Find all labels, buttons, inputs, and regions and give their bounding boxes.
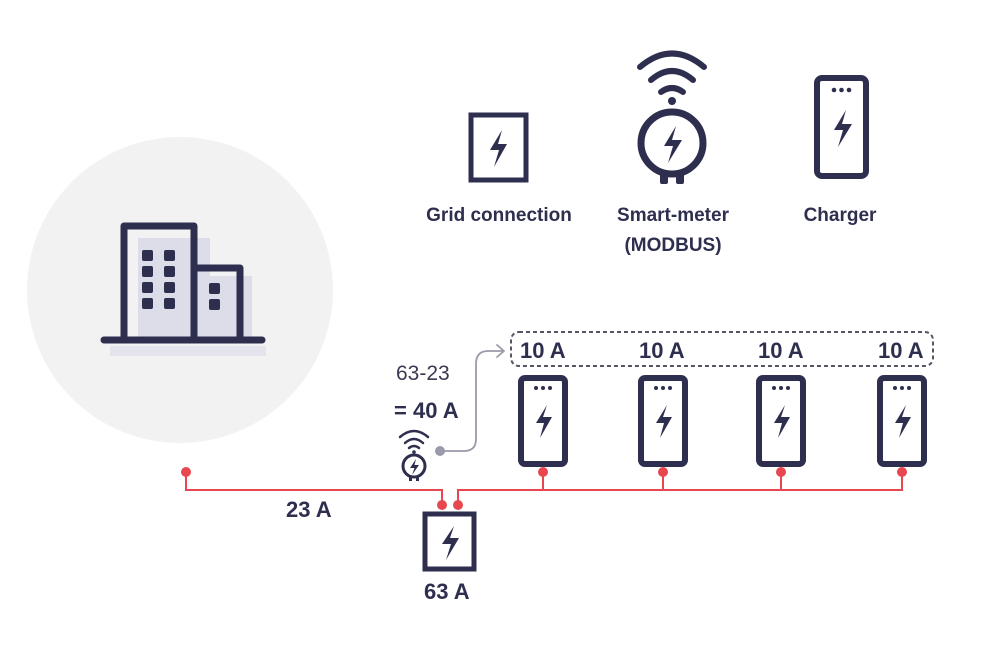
grid-connection-icon <box>468 112 529 183</box>
meter-link-arrow <box>435 344 505 456</box>
charger-1-current: 10 A <box>520 338 566 363</box>
calc-line2: = 40 A <box>394 398 459 423</box>
charger-group-box <box>510 331 934 367</box>
charger-3-icon <box>756 375 806 467</box>
building-icon <box>100 222 266 356</box>
legend-meter-label-line1: Smart-meter <box>617 205 729 226</box>
charger-1-icon <box>518 375 568 467</box>
charger-icon <box>814 75 869 179</box>
charger-4-icon <box>877 375 927 467</box>
legend-charger-label: Charger <box>803 205 877 226</box>
charger-2-current: 10 A <box>639 338 685 363</box>
red-nodes <box>181 467 907 510</box>
main-grid-connection-icon <box>422 511 477 572</box>
grid-capacity-label: 63 A <box>424 579 470 604</box>
calc-line1: 63-23 <box>396 362 450 385</box>
circuit-smart-meter-icon <box>398 429 430 481</box>
charger-4-current: 10 A <box>878 338 924 363</box>
building-load-label: 23 A <box>286 497 332 522</box>
charger-3-current: 10 A <box>758 338 804 363</box>
charger-2-icon <box>638 375 688 467</box>
smart-meter-icon <box>637 50 707 184</box>
legend-grid-label: Grid connection <box>426 205 572 226</box>
legend-meter-label-line2: (MODBUS) <box>624 235 722 256</box>
